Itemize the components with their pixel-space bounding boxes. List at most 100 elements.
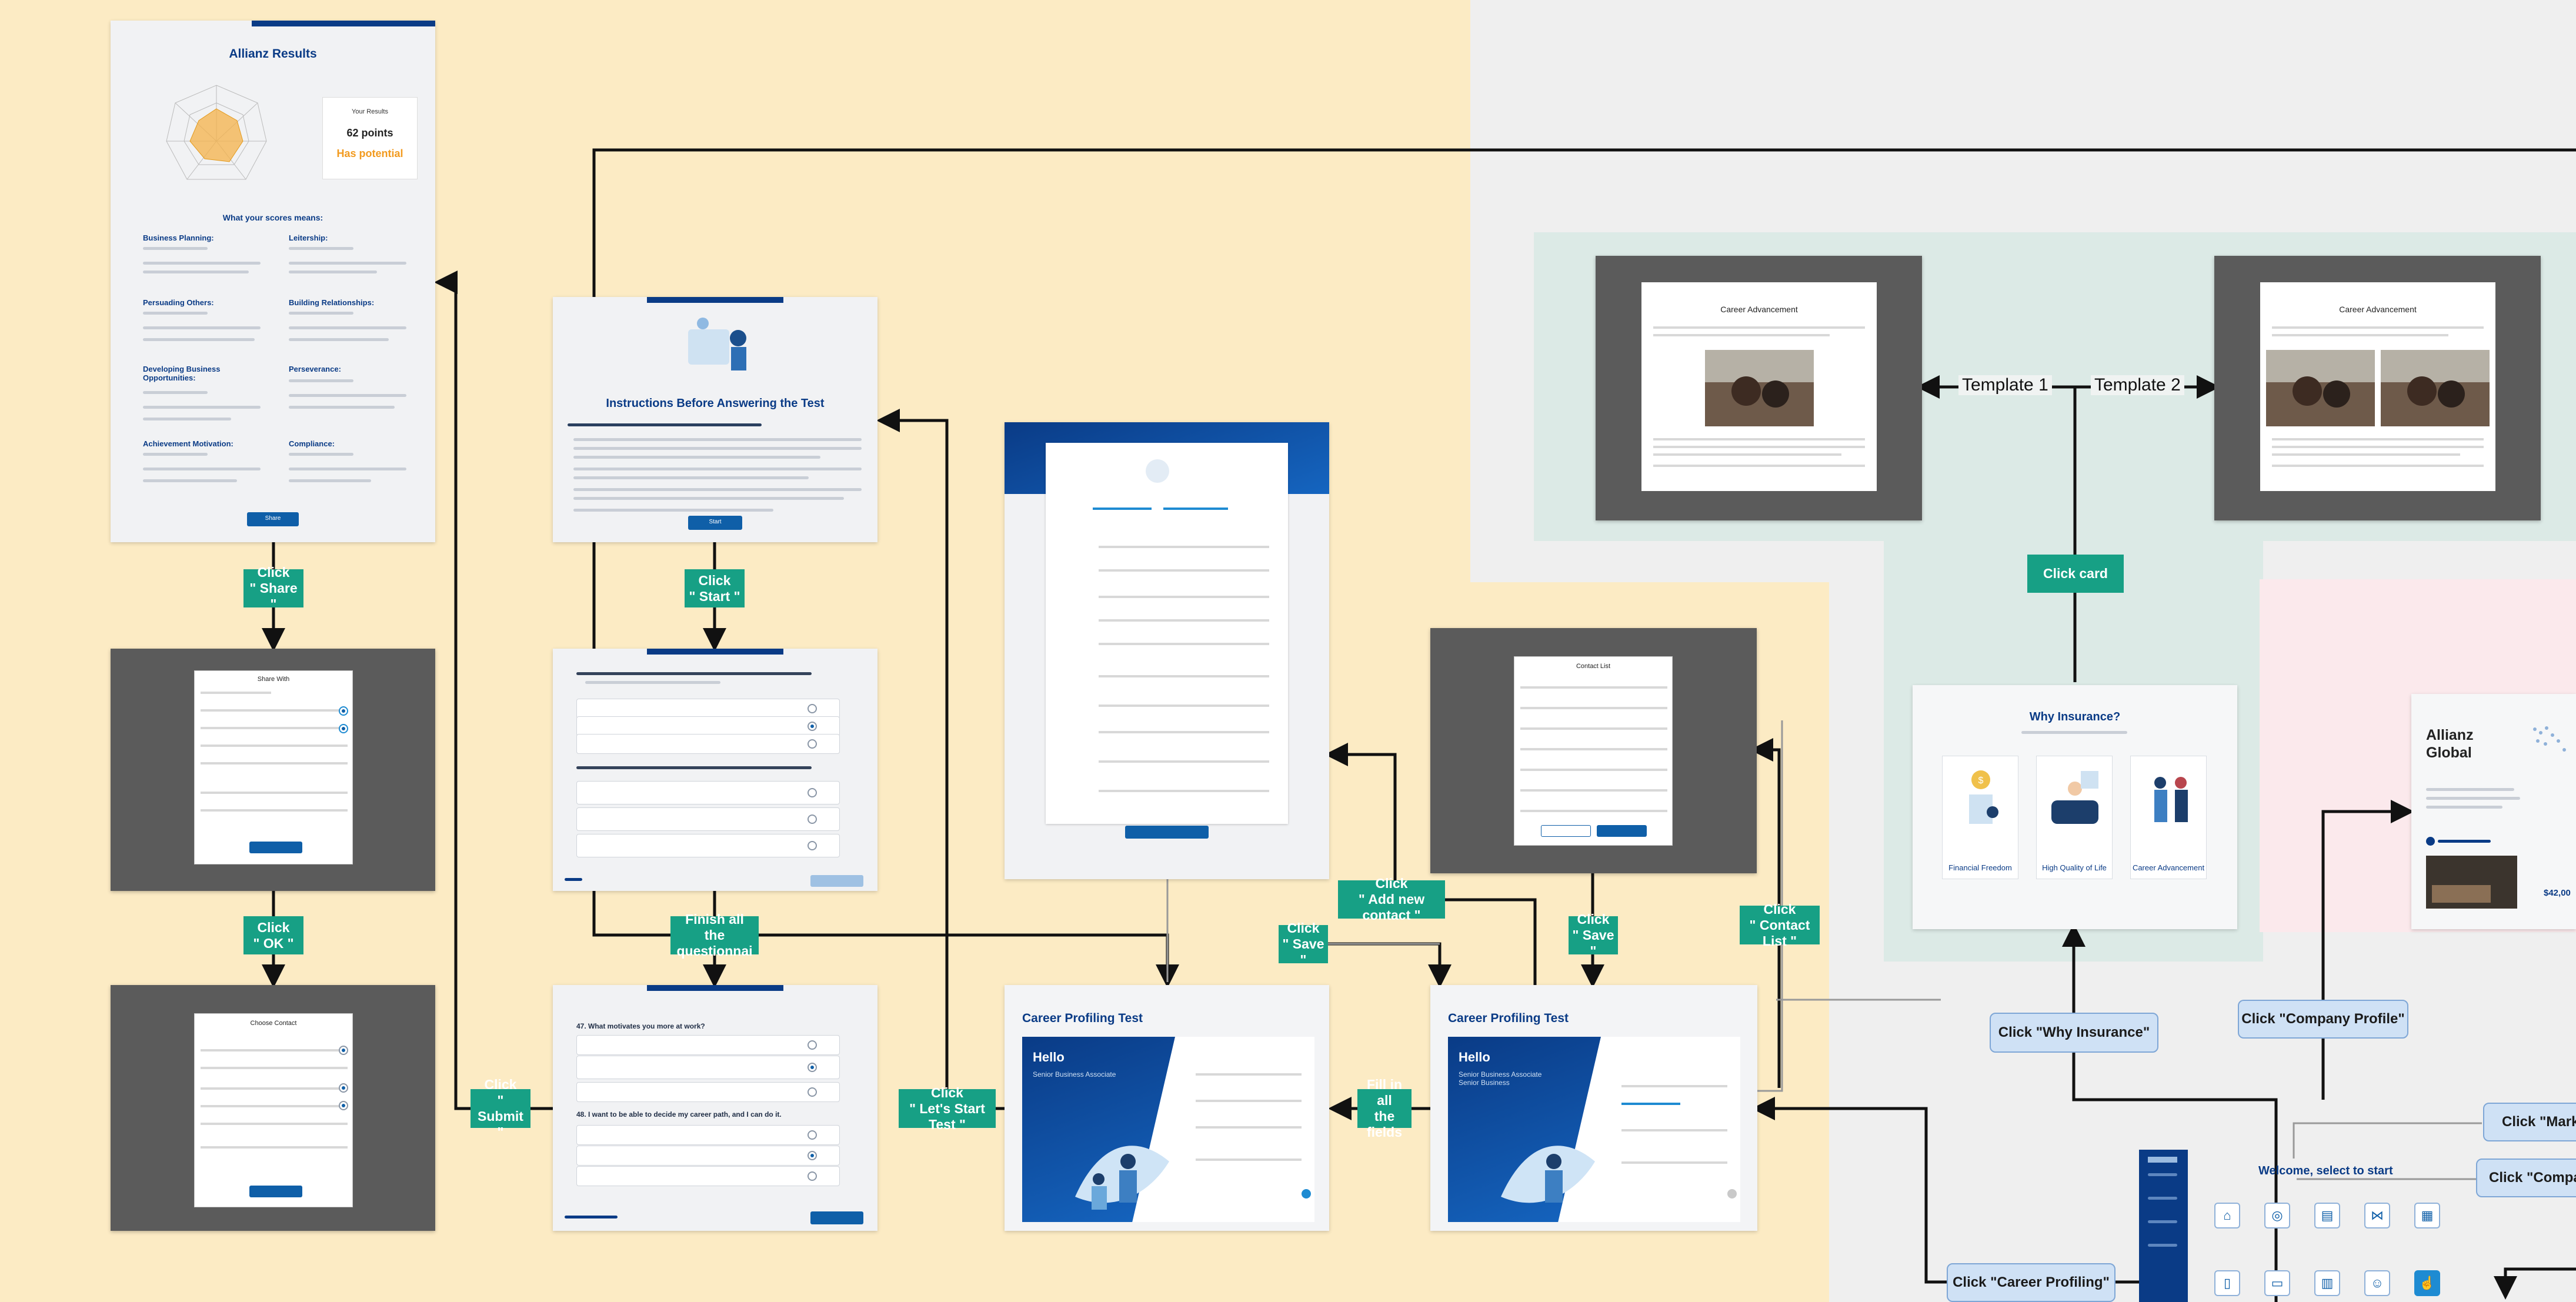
career-illustration [2140, 765, 2198, 830]
card-financial-freedom[interactable]: $ Financial Freedom [1942, 756, 2018, 879]
promo-photo [2426, 856, 2517, 909]
save-button[interactable] [1125, 826, 1209, 839]
book-icon[interactable]: ▯ [2214, 1270, 2240, 1296]
score-box: Your Results 62 points Has potential [322, 97, 418, 179]
article-title: Career Advancement [1641, 305, 1877, 314]
action-label-compa: Click "Compa [2476, 1159, 2576, 1197]
flow-label-add-contact: Click " Add new contact " [1338, 880, 1445, 919]
contact-list-title: Contact List [1514, 663, 1672, 670]
action-label-mark: Click "Mark [2483, 1103, 2576, 1141]
hello-subtitle: Senior Business Associate [1033, 1070, 1139, 1079]
cancel-button[interactable] [1541, 825, 1591, 837]
card-high-quality-of-life[interactable]: High Quality of Life [2036, 756, 2113, 879]
trait-label: Achievement Motivation: [143, 439, 233, 448]
potential-text: Has potential [323, 148, 417, 160]
hello-text: Hello [1459, 1050, 1490, 1065]
template-2-label: Template 2 [2091, 375, 2184, 395]
screen-career-profiling: Career Profiling Test Hello Senior Busin… [1005, 985, 1329, 1231]
score-label: Your Results [323, 108, 417, 115]
flow-label-finish-all: Finish all the questionnai [670, 916, 759, 954]
action-label-career-profiling: Click "Career Profiling" [1947, 1263, 2115, 1302]
screen-questions-47: 47. What motivates you more at work? 48.… [553, 985, 877, 1231]
card-caption: Career Advancement [2131, 863, 2206, 873]
save-button[interactable] [1597, 825, 1647, 837]
start-button[interactable]: Start [688, 516, 742, 530]
submit-button[interactable] [810, 1211, 863, 1224]
action-label-company-profile: Click "Company Profile" [2238, 1000, 2408, 1039]
choose-contact-title: Choose Contact [195, 1020, 352, 1027]
article-modal: Career Advancement [2260, 282, 2495, 491]
user-icon[interactable]: ☺ [2364, 1270, 2390, 1296]
article-title: Career Advancement [2260, 305, 2495, 314]
ok-button[interactable] [249, 1186, 302, 1197]
question-47: 47. What motivates you more at work? [576, 1022, 705, 1030]
handshake-icon[interactable]: ⋈ [2364, 1203, 2390, 1228]
money-illustration: $ [1951, 765, 2010, 830]
share-label: Share [247, 515, 299, 522]
screen-contact-form [1005, 422, 1329, 879]
hero-illustration [1063, 1109, 1181, 1220]
article-image [2381, 350, 2490, 426]
world-map [2529, 717, 2576, 782]
screen-career-advancement-2: Career Advancement [2214, 256, 2541, 520]
book-icon[interactable]: ▥ [2314, 1270, 2340, 1296]
results-title: Allianz Results [111, 47, 435, 61]
home-icon[interactable]: ⌂ [2214, 1203, 2240, 1228]
ok-button[interactable] [249, 842, 302, 853]
card-caption: High Quality of Life [2037, 863, 2112, 873]
flow-label-click-submit: Click " Submit " [471, 1089, 530, 1128]
tap-icon[interactable]: ☝ [2414, 1270, 2440, 1296]
illustration [679, 312, 756, 376]
flow-label-click-start: Click " Start " [685, 569, 745, 607]
calculator-icon[interactable]: ▦ [2414, 1203, 2440, 1228]
book-icon[interactable]: ▭ [2264, 1270, 2290, 1296]
flow-label-click-card: Click card [2027, 555, 2124, 593]
trait-label: Leitership: [289, 233, 328, 242]
screen-results: Allianz Results Your Results 62 points H… [111, 21, 435, 542]
screen-choose-contact: Choose Contact [111, 985, 435, 1231]
flow-label-click-save: Click " Save " [1279, 925, 1328, 963]
accent-bar [252, 21, 435, 26]
globe-icon[interactable]: ◎ [2264, 1203, 2290, 1228]
article-image [1705, 350, 1814, 426]
share-button[interactable]: Share [247, 512, 299, 526]
hero-illustration [1489, 1109, 1607, 1220]
question-48: 48. I want to be able to decide my caree… [576, 1110, 782, 1119]
screen-contact-list: Contact List [1430, 628, 1757, 873]
career-profiling-title: Career Profiling Test [1022, 1011, 1143, 1026]
score-value: 62 points [323, 127, 417, 139]
flow-label-fill-fields: Fill in all the fields [1357, 1089, 1412, 1128]
template-1-label: Template 1 [1958, 375, 2052, 395]
flow-label-lets-start: Click " Let's Start Test " [899, 1089, 996, 1128]
screen-career-advancement-1: Career Advancement [1596, 256, 1922, 520]
choose-contact-modal: Choose Contact [194, 1013, 353, 1207]
next-button[interactable] [810, 875, 863, 887]
chart-icon[interactable]: ▤ [2314, 1203, 2340, 1228]
card-caption: Financial Freedom [1943, 863, 2018, 873]
hello-subtitle: Senior Business Associate Senior Busines… [1459, 1070, 1547, 1087]
article-modal: Career Advancement [1641, 282, 1877, 491]
career-profiling-title-2: Career Profiling Test [1448, 1011, 1569, 1026]
card-career-advancement[interactable]: Career Advancement [2130, 756, 2207, 879]
screen-share-with: Share With [111, 649, 435, 891]
amount-text: $42,00 [2544, 888, 2571, 898]
trait-label: Persuading Others: [143, 298, 214, 307]
trait-label: Building Relationships: [289, 298, 374, 307]
instructions-title: Instructions Before Answering the Test [553, 397, 877, 410]
share-with-modal: Share With [194, 670, 353, 864]
flow-label-contact-list: Click " Contact List " [1740, 906, 1820, 944]
contact-list-modal: Contact List [1514, 656, 1673, 846]
welcome-title: Welcome, select to start [2258, 1164, 2393, 1178]
start-label: Start [688, 519, 742, 525]
why-insurance-title: Why Insurance? [1913, 710, 2237, 724]
hello-text: Hello [1033, 1050, 1065, 1065]
scores-section-title: What your scores means: [111, 213, 435, 222]
allianz-global-title: Allianz Global [2426, 726, 2485, 762]
life-illustration [2046, 765, 2104, 830]
radar-chart [158, 76, 275, 200]
screen-instructions: Instructions Before Answering the Test S… [553, 297, 877, 542]
screen-allianz-global: Allianz Global $42,00 [2411, 694, 2576, 929]
flow-label-click-share: Click " Share " [243, 569, 303, 607]
form-panel [1046, 443, 1288, 824]
screen-career-profiling-2: Career Profiling Test Hello Senior Busin… [1430, 985, 1757, 1231]
